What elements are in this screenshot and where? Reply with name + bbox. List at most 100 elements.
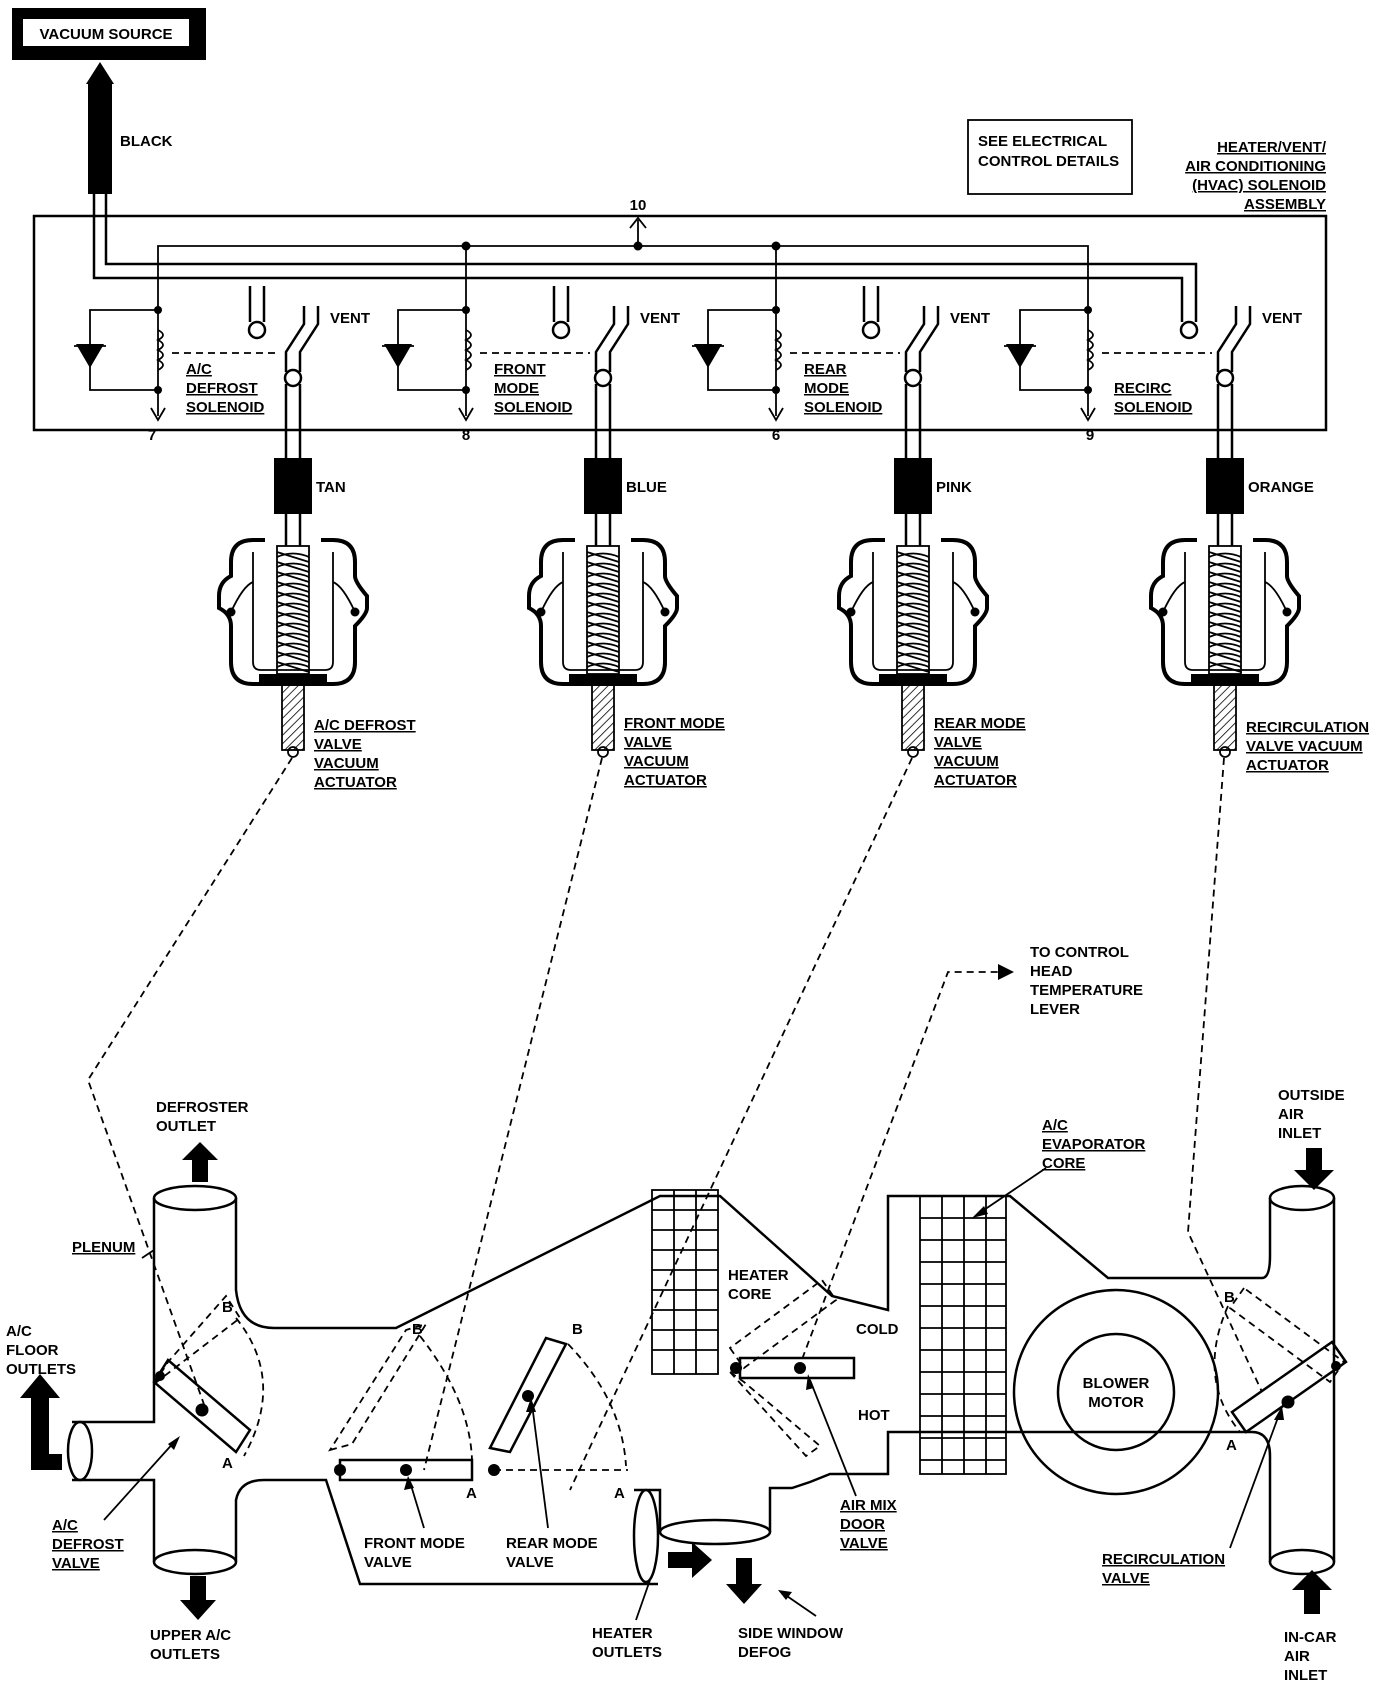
ac-defrost-valve-door: A B xyxy=(152,1294,265,1472)
svg-text:8: 8 xyxy=(462,427,470,444)
actuator-label-front-mode: FRONT MODE VALVE VACUUM ACTUATOR xyxy=(624,715,725,789)
svg-text:ACTUATOR: ACTUATOR xyxy=(934,772,1017,789)
svg-text:FRONT: FRONT xyxy=(494,361,546,378)
svg-text:LEVER: LEVER xyxy=(1030,1001,1080,1018)
svg-text:VALVE: VALVE xyxy=(52,1555,100,1572)
svg-text:RECIRCULATION: RECIRCULATION xyxy=(1246,719,1369,736)
cold-label: COLD xyxy=(856,1321,899,1338)
duct-housing xyxy=(66,1184,1336,1586)
to-control-head-label: TO CONTROL HEAD TEMPERATURE LEVER xyxy=(1030,944,1143,1018)
svg-text:ACTUATOR: ACTUATOR xyxy=(1246,757,1329,774)
svg-text:SIDE WINDOW: SIDE WINDOW xyxy=(738,1625,844,1642)
svg-text:A: A xyxy=(466,1485,477,1502)
vent-switch-2: VENT xyxy=(551,286,680,460)
side-defog-arrow-down xyxy=(726,1558,762,1604)
svg-text:SOLENOID: SOLENOID xyxy=(1114,399,1193,416)
svg-text:UPPER A/C: UPPER A/C xyxy=(150,1627,231,1644)
svg-text:A: A xyxy=(1226,1437,1237,1454)
evaporator-core: A/C EVAPORATOR CORE xyxy=(919,1117,1146,1475)
svg-text:TEMPERATURE: TEMPERATURE xyxy=(1030,982,1143,999)
svg-text:9: 9 xyxy=(1086,427,1094,444)
recirculation-valve-label: RECIRCULATION VALVE xyxy=(1102,1406,1284,1587)
svg-text:AIR MIX: AIR MIX xyxy=(840,1497,897,1514)
svg-text:FLOOR: FLOOR xyxy=(6,1342,59,1359)
svg-text:ACTUATOR: ACTUATOR xyxy=(314,774,397,791)
hose-tan: TAN xyxy=(274,458,346,546)
svg-text:BLUE: BLUE xyxy=(626,479,667,496)
solenoid-assembly-box xyxy=(32,214,1328,432)
front-mode-valve-door: A B xyxy=(327,1321,477,1502)
solenoid-recirc: 9 RECIRC SOLENOID xyxy=(1004,286,1212,444)
svg-text:DEFROST: DEFROST xyxy=(52,1536,124,1553)
black-hose xyxy=(88,84,112,194)
svg-text:VALVE: VALVE xyxy=(364,1554,412,1571)
black-hose-label: BLACK xyxy=(120,133,173,150)
svg-text:6: 6 xyxy=(772,427,780,444)
see-electrical-box: SEE ELECTRICAL CONTROL DETAILS xyxy=(967,119,1133,195)
solenoid-rear-mode: 6 REAR MODE SOLENOID xyxy=(692,286,900,444)
svg-text:B: B xyxy=(572,1321,583,1338)
air-mix-door-valve xyxy=(728,1278,856,1458)
svg-text:A/C: A/C xyxy=(6,1323,32,1340)
vent-switch-3: VENT xyxy=(861,286,990,460)
svg-text:REAR MODE: REAR MODE xyxy=(934,715,1026,732)
svg-text:HEATER: HEATER xyxy=(728,1267,789,1284)
svg-text:A: A xyxy=(614,1485,625,1502)
flow-arrows xyxy=(20,1142,1334,1620)
vacuum-supply-line xyxy=(92,194,1199,340)
svg-text:VALVE: VALVE xyxy=(314,736,362,753)
rear-mode-valve-door: A B xyxy=(488,1321,628,1502)
vent-switch-1: VENT xyxy=(247,286,370,460)
svg-text:HEATER/VENT/: HEATER/VENT/ xyxy=(1217,139,1327,156)
svg-text:MODE: MODE xyxy=(804,380,849,397)
svg-text:AIR: AIR xyxy=(1278,1106,1304,1123)
in-car-air-inlet-label: IN-CAR AIR INLET xyxy=(1284,1629,1337,1684)
svg-text:AIR: AIR xyxy=(1284,1648,1310,1665)
heater-outlets-arrow-right xyxy=(668,1542,712,1578)
svg-text:VALVE: VALVE xyxy=(1102,1570,1150,1587)
outside-air-arrow-down xyxy=(1294,1148,1334,1190)
svg-text:VALVE: VALVE xyxy=(934,734,982,751)
svg-text:A/C: A/C xyxy=(52,1517,78,1534)
svg-text:SOLENOID: SOLENOID xyxy=(804,399,883,416)
svg-text:TO CONTROL: TO CONTROL xyxy=(1030,944,1129,961)
svg-text:VACUUM: VACUUM xyxy=(314,755,379,772)
linkages xyxy=(87,757,1263,1491)
svg-text:DEFOG: DEFOG xyxy=(738,1644,791,1661)
plenum-leader xyxy=(141,1249,155,1259)
svg-text:VENT: VENT xyxy=(950,310,990,327)
svg-text:OUTSIDE: OUTSIDE xyxy=(1278,1087,1345,1104)
outside-air-inlet-label: OUTSIDE AIR INLET xyxy=(1278,1087,1345,1142)
svg-text:OUTLETS: OUTLETS xyxy=(6,1361,76,1378)
solenoid-ac-defrost: 7 A/C DEFROST SOLENOID xyxy=(74,286,280,444)
svg-text:7: 7 xyxy=(148,427,156,444)
svg-text:OUTLETS: OUTLETS xyxy=(150,1646,220,1663)
solenoid-front-mode: 8 FRONT MODE SOLENOID xyxy=(382,286,590,444)
svg-text:CORE: CORE xyxy=(728,1286,771,1303)
actuator-label-recirc: RECIRCULATION VALVE VACUUM ACTUATOR xyxy=(1246,719,1369,774)
ac-floor-outlets-label: A/C FLOOR OUTLETS xyxy=(6,1323,76,1378)
vacuum-source-label: VACUUM SOURCE xyxy=(39,26,172,43)
svg-text:SOLENOID: SOLENOID xyxy=(494,399,573,416)
svg-text:A: A xyxy=(222,1455,233,1472)
side-window-defog-label: SIDE WINDOW DEFOG xyxy=(738,1625,844,1661)
svg-text:VALVE: VALVE xyxy=(624,734,672,751)
rear-mode-valve-label: REAR MODE VALVE xyxy=(506,1398,598,1571)
svg-text:FRONT MODE: FRONT MODE xyxy=(624,715,725,732)
terminal-10: 10 xyxy=(630,197,647,214)
svg-text:BLOWER: BLOWER xyxy=(1083,1375,1150,1392)
svg-text:VACUUM: VACUUM xyxy=(934,753,999,770)
svg-text:VENT: VENT xyxy=(1262,310,1302,327)
svg-text:REAR: REAR xyxy=(804,361,847,378)
vent-switch-4: VENT xyxy=(1215,306,1302,460)
svg-text:A/C DEFROST: A/C DEFROST xyxy=(314,717,416,734)
defroster-outlet-label: DEFROSTER OUTLET xyxy=(156,1099,249,1135)
svg-text:MOTOR: MOTOR xyxy=(1088,1394,1144,1411)
svg-text:REAR MODE: REAR MODE xyxy=(506,1535,598,1552)
svg-text:(HVAC) SOLENOID: (HVAC) SOLENOID xyxy=(1192,177,1326,194)
svg-text:DEFROSTER: DEFROSTER xyxy=(156,1099,249,1116)
blower-motor: BLOWER MOTOR xyxy=(1012,1288,1220,1496)
svg-text:HEATER: HEATER xyxy=(592,1625,653,1642)
upper-outlets-arrow-down xyxy=(180,1576,216,1620)
svg-text:A/C: A/C xyxy=(186,361,212,378)
